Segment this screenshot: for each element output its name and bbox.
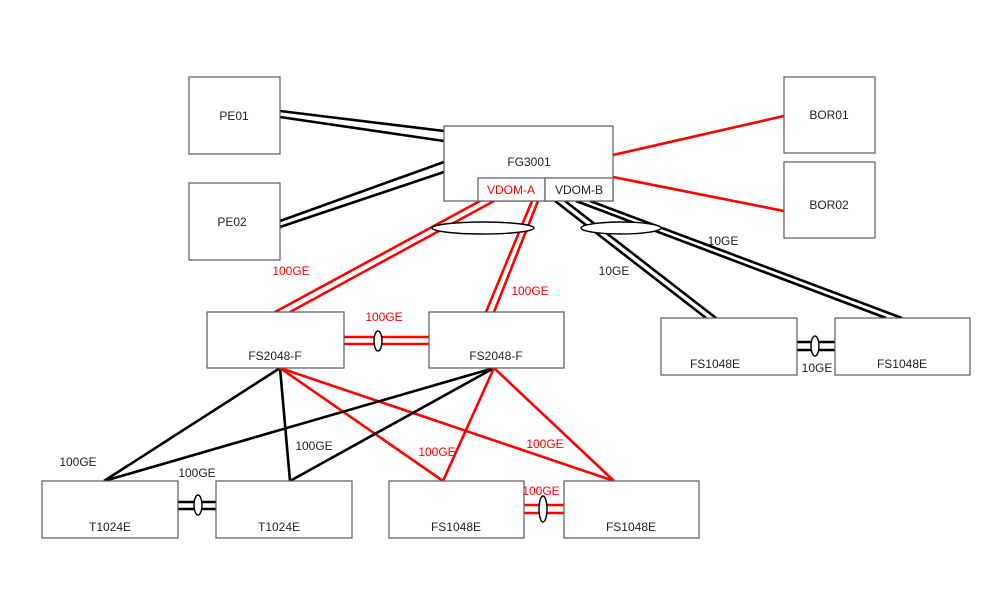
label-vdomb-fs1048e-right: 10GE xyxy=(708,234,739,248)
node-pe02[interactable]: PE02 xyxy=(188,182,281,261)
node-t1024e-left-label: T1024E xyxy=(89,520,131,534)
link-pe02-fg3001 xyxy=(279,160,445,229)
node-fs1048e-top-right[interactable]: FS1048E xyxy=(834,317,971,376)
label-vdomb-fs1048e-left: 10GE xyxy=(599,264,630,278)
link-fs2048l-t1024e-left xyxy=(103,366,281,483)
node-pe02-label: PE02 xyxy=(217,215,247,229)
node-fs2048-right[interactable]: FS2048-F xyxy=(428,311,565,369)
link-fs2048r-t1024e-left xyxy=(103,366,495,483)
label-fs2048-interlink: 100GE xyxy=(365,310,402,324)
link-fs2048l-t1024e-right xyxy=(278,367,292,482)
label-vdoma-fs2048-left: 100GE xyxy=(272,264,309,278)
label-fs2048-t1024e-left: 100GE xyxy=(59,455,96,469)
link-vdoma-fs2048-right xyxy=(484,200,540,313)
lag-ellipse-vdomb xyxy=(580,221,662,235)
link-fs2048r-t1024e-right xyxy=(289,366,495,483)
label-fs2048-t1024e-right: 100GE xyxy=(295,439,332,453)
node-fg3001[interactable]: FG3001 VDOM-A VDOM-B xyxy=(443,125,614,202)
node-bor01-label: BOR01 xyxy=(809,108,849,122)
node-bor02-label: BOR02 xyxy=(809,198,849,212)
node-fs1048e-top-left[interactable]: FS1048E xyxy=(660,317,798,376)
lag-ellipse-vdoma xyxy=(431,221,535,235)
node-bor02[interactable]: BOR02 xyxy=(783,161,876,239)
node-fs2048-right-label: FS2048-F xyxy=(469,349,522,363)
link-t1024e-interlink xyxy=(178,494,216,516)
node-pe01[interactable]: PE01 xyxy=(188,76,281,155)
node-t1024e-right-label: T1024E xyxy=(258,520,300,534)
label-fs1048e-bottom-interlink: 100GE xyxy=(522,484,559,498)
node-fs1048e-bottom-left-label: FS1048E xyxy=(431,520,481,534)
node-bor01[interactable]: BOR01 xyxy=(783,76,876,154)
node-fs1048e-top-left-label: FS1048E xyxy=(690,357,740,371)
vdom-b-label: VDOM-B xyxy=(555,183,603,197)
link-fs2048l-fs1048e-left xyxy=(279,366,444,483)
vdom-b[interactable]: VDOM-B xyxy=(544,177,614,202)
node-pe01-label: PE01 xyxy=(219,109,249,123)
vdom-a-label: VDOM-A xyxy=(487,183,535,197)
link-fs2048l-fs1048e-right xyxy=(279,366,615,483)
link-vdomb-fs1048e-left xyxy=(554,199,717,320)
link-vdoma-fs2048-left xyxy=(274,199,495,314)
label-fs2048-fs1048e-right: 100GE xyxy=(526,437,563,451)
node-fs2048-left-label: FS2048-F xyxy=(248,349,301,363)
label-fs1048e-top-interlink: 10GE xyxy=(802,361,833,375)
vdom-a[interactable]: VDOM-A xyxy=(477,177,546,202)
node-fs1048e-bottom-right[interactable]: FS1048E xyxy=(563,480,700,539)
link-fs1048e-top-interlink xyxy=(797,335,835,357)
node-t1024e-right[interactable]: T1024E xyxy=(215,480,353,539)
node-fs1048e-bottom-right-label: FS1048E xyxy=(606,520,656,534)
node-fs1048e-bottom-left[interactable]: FS1048E xyxy=(388,480,525,539)
label-fs2048-fs1048e-left: 100GE xyxy=(418,445,455,459)
link-fg3001-bor01 xyxy=(612,114,785,157)
link-vdomb-fs1048e-right xyxy=(575,199,903,320)
link-fs2048-interlink xyxy=(344,330,429,352)
node-fg3001-label: FG3001 xyxy=(507,155,551,169)
label-t1024e-interlink: 100GE xyxy=(178,466,215,480)
label-vdoma-fs2048-right: 100GE xyxy=(511,284,548,298)
link-fs1048e-bottom-interlink xyxy=(524,495,564,523)
link-fs2048r-fs1048e-right xyxy=(493,367,615,482)
link-fg3001-bor02 xyxy=(612,175,785,213)
node-fs1048e-top-right-label: FS1048E xyxy=(877,357,927,371)
node-t1024e-left[interactable]: T1024E xyxy=(41,480,179,539)
node-fs2048-left[interactable]: FS2048-F xyxy=(206,311,345,369)
link-pe01-fg3001 xyxy=(279,109,445,143)
link-fs2048r-fs1048e-left xyxy=(441,367,496,482)
